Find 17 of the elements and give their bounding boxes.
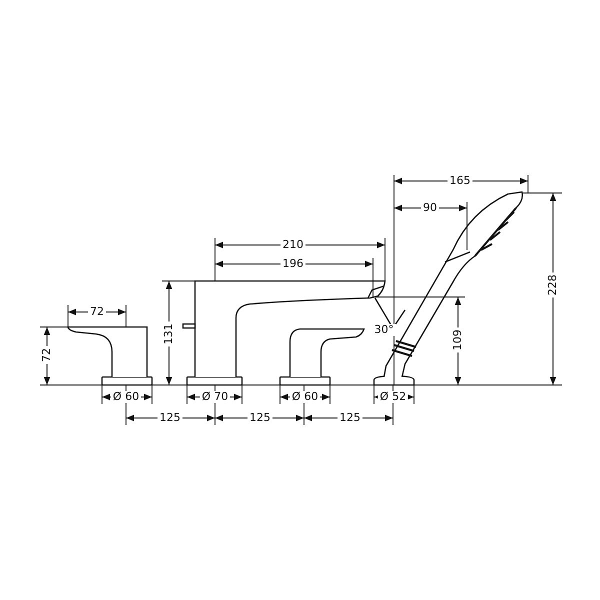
dimension-label: Ø 60: [290, 391, 320, 403]
dimension-label: 109: [452, 328, 464, 352]
dimension-label: 72: [41, 346, 53, 364]
dimension-label: 72: [88, 306, 106, 318]
dimension-label: Ø 60: [110, 391, 142, 403]
dimension-label: 125: [158, 412, 182, 424]
dimension-label: Ø 70: [200, 391, 230, 403]
dimension-label: 131: [163, 322, 175, 346]
angle-label: 30°: [372, 324, 396, 336]
dimension-label: 125: [248, 412, 272, 424]
dimension-label: Ø 52: [378, 391, 408, 403]
dimension-label: 90: [421, 202, 439, 214]
dimension-label: 125: [338, 412, 362, 424]
dimension-label: 228: [547, 272, 559, 298]
dimension-label: 196: [280, 258, 306, 270]
dimension-label: 210: [280, 239, 306, 251]
dimension-label: 165: [448, 175, 472, 187]
